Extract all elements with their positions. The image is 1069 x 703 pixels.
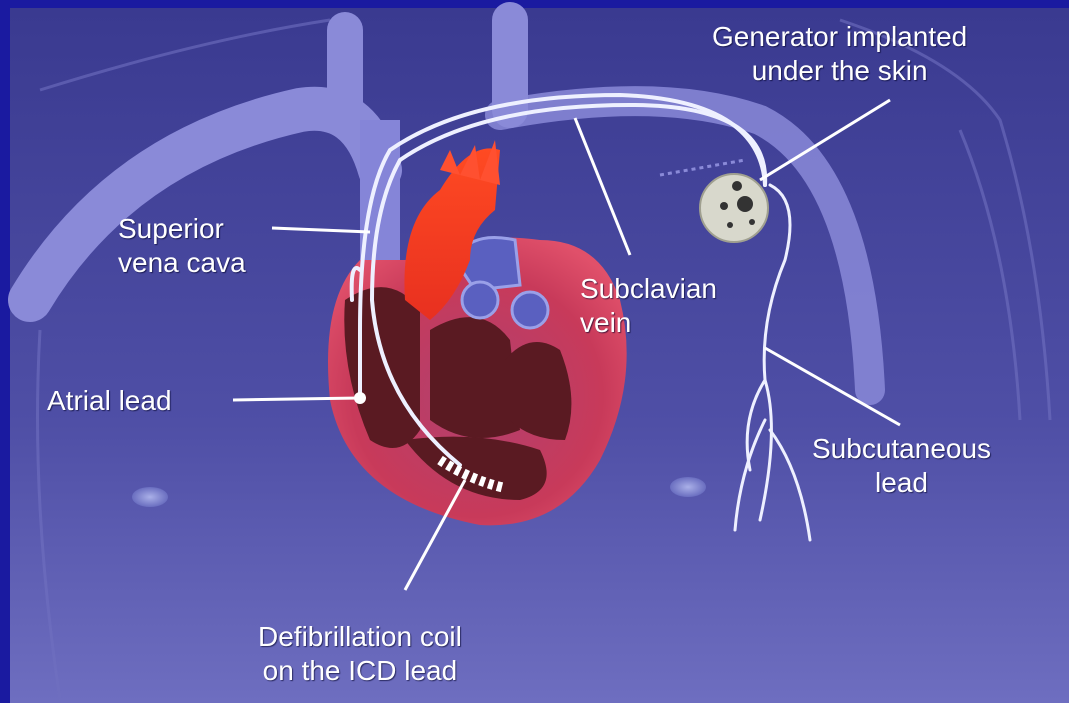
label-svc-line1: Superior xyxy=(118,212,246,246)
label-subcutaneous-lead: Subcutaneous lead xyxy=(812,432,991,500)
label-svc-line2: vena cava xyxy=(118,246,246,280)
label-superior-vena-cava: Superior vena cava xyxy=(118,212,246,280)
label-atrial-lead-text: Atrial lead xyxy=(47,384,172,418)
left-nipple xyxy=(132,487,168,507)
label-subclavian-line1: Subclavian xyxy=(580,272,717,306)
label-subclavian-vein: Subclavian vein xyxy=(580,272,717,340)
right-nipple xyxy=(670,477,706,497)
label-generator: Generator implanted under the skin xyxy=(712,20,967,88)
label-generator-line2: under the skin xyxy=(712,54,967,88)
pointer-atrial-lead xyxy=(233,398,360,400)
label-generator-line1: Generator implanted xyxy=(712,20,967,54)
label-coil-line1: Defibrillation coil xyxy=(258,620,462,654)
label-defibrillation-coil: Defibrillation coil on the ICD lead xyxy=(258,620,462,688)
label-subclavian-line2: vein xyxy=(580,306,717,340)
label-coil-line2: on the ICD lead xyxy=(258,654,462,688)
label-subcutaneous-line1: Subcutaneous xyxy=(812,432,991,466)
label-atrial-lead: Atrial lead xyxy=(47,384,172,418)
label-subcutaneous-line2: lead xyxy=(812,466,991,500)
generator-device-icon xyxy=(700,174,768,242)
